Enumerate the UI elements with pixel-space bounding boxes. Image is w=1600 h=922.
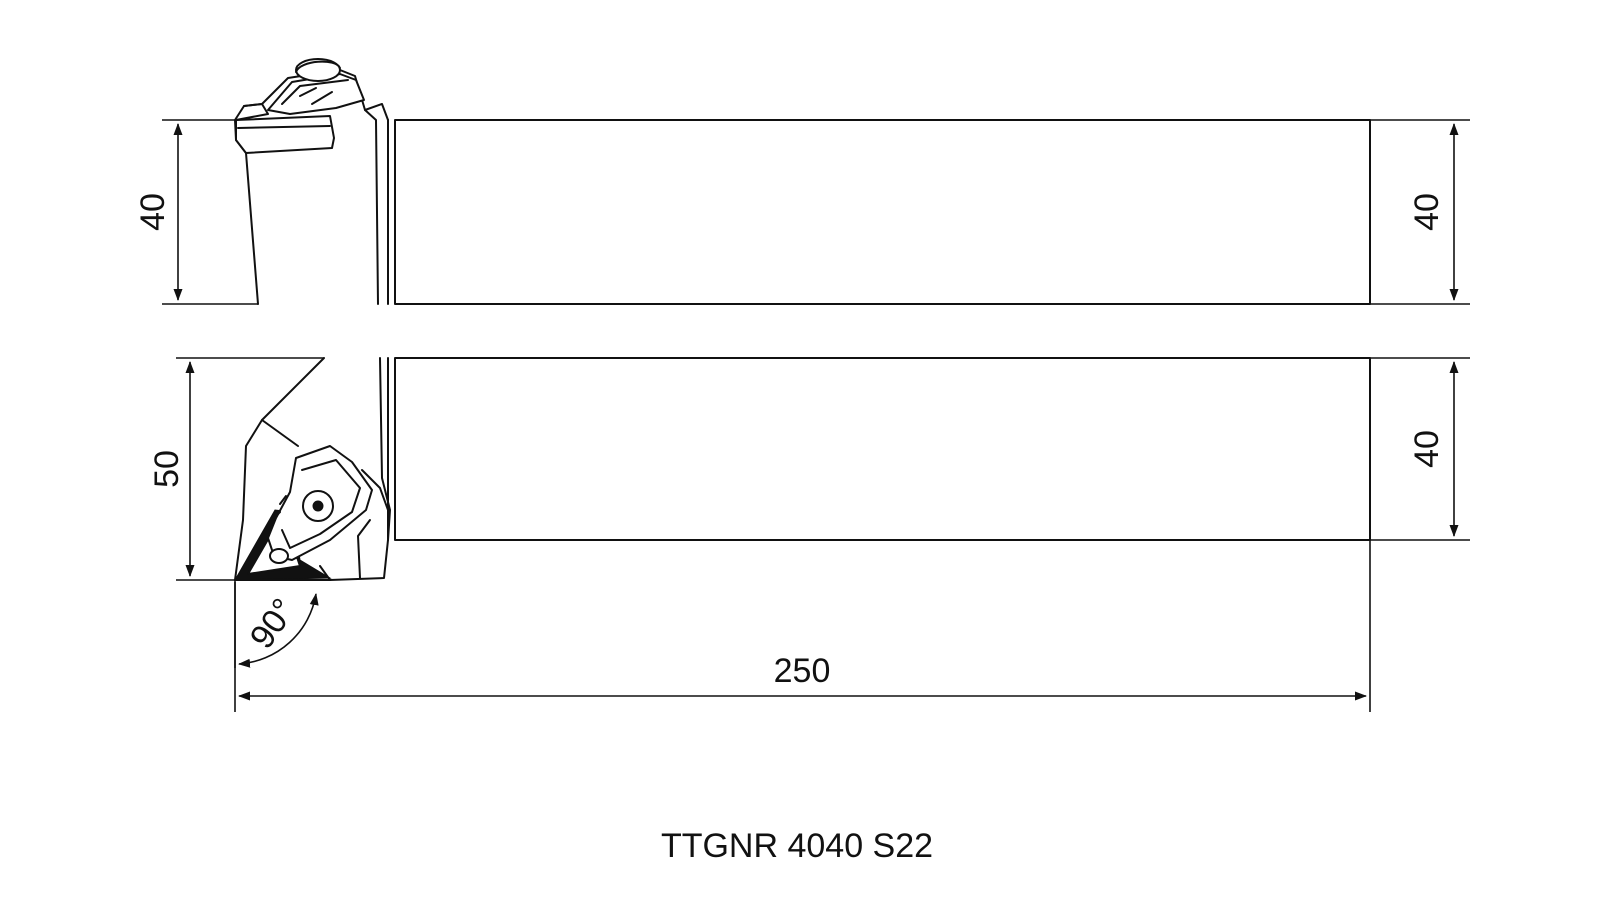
dim-label-side-right: 40: [1408, 430, 1446, 468]
dim-label-top-right: 40: [1408, 193, 1446, 231]
dim-label-side-left: 50: [148, 450, 186, 488]
side-clamp-pin: [269, 548, 289, 564]
dim-label-length: 250: [774, 652, 831, 690]
angle-arc: [238, 593, 319, 668]
top-insert: [235, 115, 335, 154]
side-shank-body: [394, 357, 1371, 541]
drawing-title: TTGNR 4040 S22: [661, 827, 933, 865]
side-head-pocket: [361, 469, 389, 511]
side-head-outline: [234, 357, 389, 581]
side-head-inner: [379, 357, 391, 541]
top-insert-edge: [237, 125, 331, 129]
top-insert-tab: [235, 103, 269, 121]
side-clamp-screw-center: [312, 500, 324, 512]
side-clamp-lips: [271, 495, 287, 521]
top-head-inner-edge: [364, 109, 379, 305]
dim-label-top-left: 40: [134, 193, 172, 231]
dim-label-angle: 90°: [243, 592, 304, 656]
side-insert-base: [234, 565, 331, 581]
top-view: [234, 58, 1371, 305]
side-view: [234, 357, 1371, 581]
top-clamp: [267, 73, 365, 115]
top-clamp-inner: [281, 79, 349, 105]
side-head-chamfer: [261, 419, 299, 447]
top-clamp-ribs: [299, 87, 333, 105]
side-clamp-inner: [281, 459, 361, 549]
top-clamp-screw-top: [295, 60, 341, 73]
side-head-lower-edge: [357, 519, 371, 579]
top-shank-body: [394, 119, 1371, 305]
dimensions: [162, 119, 1470, 712]
